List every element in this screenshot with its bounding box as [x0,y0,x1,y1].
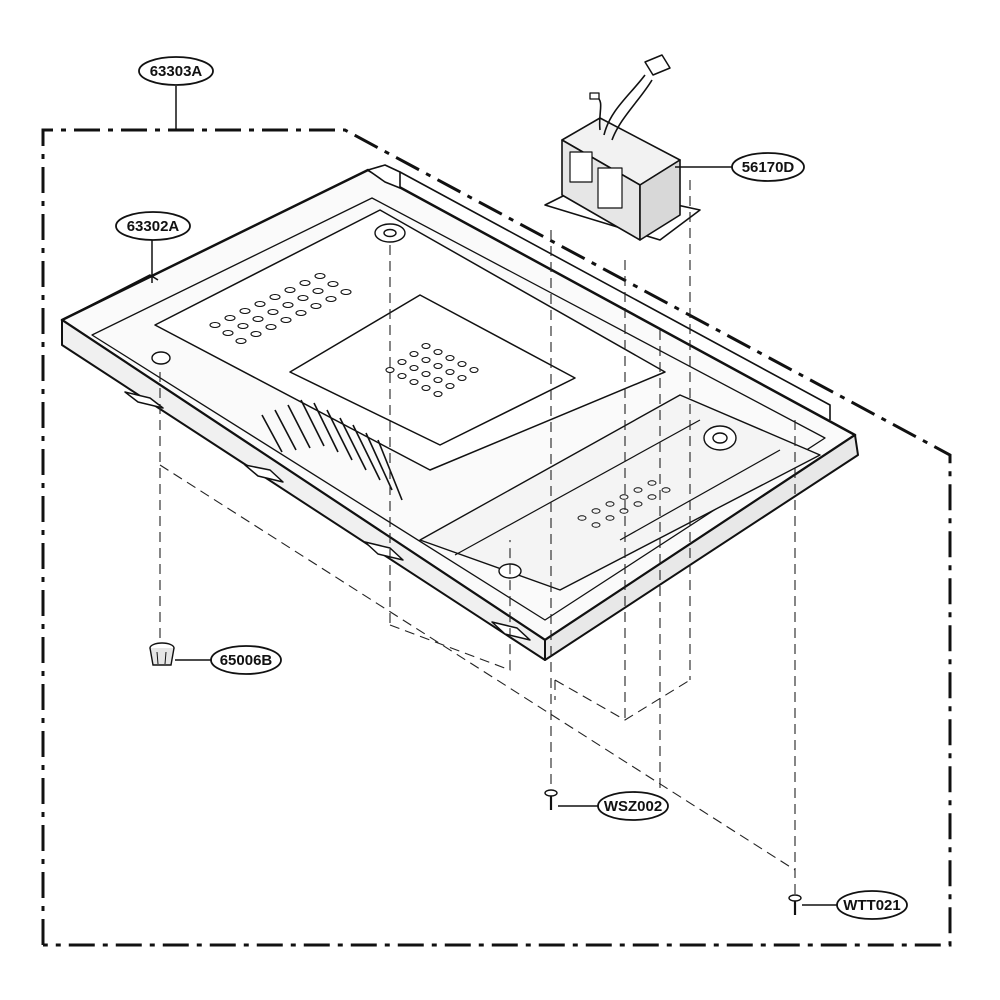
louvers [261,399,403,501]
assembly-boundary [41,128,952,947]
part-label-assembly-base: 63303A [150,63,203,80]
screw-wsz002 [544,789,558,810]
screw-wtt021 [788,894,802,915]
front-tabs [124,391,531,641]
callout-bubble [597,791,669,821]
callout-bubble [836,890,908,920]
transformer [544,54,701,241]
vent-slots [209,272,352,345]
callout-wtt021: WTT021 [836,890,908,920]
part-label-foot: 65006B [220,652,273,669]
part-label-transformer: 56170D [742,159,795,176]
callout-bubble [138,56,214,86]
callout-bubble [731,152,805,182]
callout-63303a: 63303A [138,56,214,86]
part-label-screw-base: WTT021 [843,897,901,914]
base-plate [60,164,859,661]
part-label-base-plate: 63302A [127,218,180,235]
callout-bubble [115,211,191,241]
right-vent-holes [577,480,671,528]
callout-bubble [210,645,282,675]
rubber-foot [149,642,175,666]
mount-holes [151,223,737,579]
callout-65006b: 65006B [210,645,282,675]
part-label-screw-transformer: WSZ002 [604,798,662,815]
callout-wsz002: WSZ002 [597,791,669,821]
callout-56170d: 56170D [731,152,805,182]
leader-lines [151,86,838,906]
projection-lines [159,180,796,895]
callout-63302a: 63302A [115,211,191,241]
vent-holes [385,342,479,398]
